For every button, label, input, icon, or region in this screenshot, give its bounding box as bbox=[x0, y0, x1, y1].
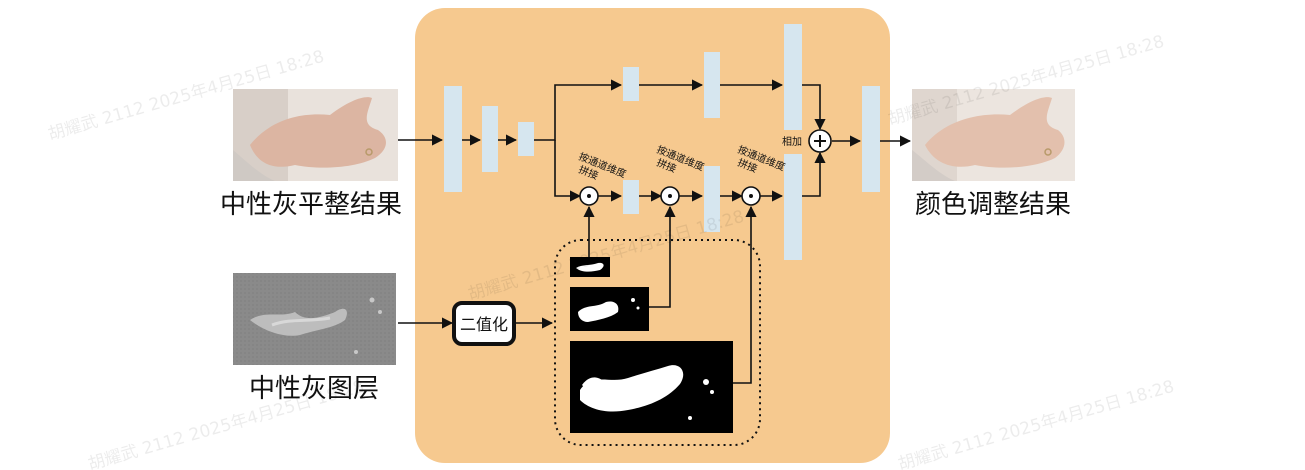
gray-layer-label: 中性灰图层 bbox=[249, 374, 379, 404]
concat-op-3 bbox=[741, 186, 761, 206]
input-hand-image bbox=[233, 89, 398, 181]
concat-op-1 bbox=[579, 186, 599, 206]
mask-medium bbox=[570, 287, 649, 331]
add-label: 相加 bbox=[782, 135, 802, 148]
mask-group-border bbox=[554, 239, 761, 446]
mask-small bbox=[570, 257, 610, 277]
svg-text:胡耀武 2112 2025年4月25日 18:28: 胡耀武 2112 2025年4月25日 18:28 bbox=[896, 377, 1177, 470]
binarize-label: 二值化 bbox=[460, 315, 508, 334]
encoder-block-1 bbox=[444, 86, 462, 192]
encoder-block-2 bbox=[482, 106, 498, 172]
lower-block-2 bbox=[704, 166, 720, 232]
concat-op-2 bbox=[660, 186, 680, 206]
mask-large bbox=[570, 341, 733, 433]
lower-block-1 bbox=[623, 180, 639, 214]
encoder-block-3 bbox=[518, 122, 534, 156]
gray-layer-image bbox=[233, 273, 396, 365]
network-panel bbox=[415, 8, 890, 463]
output-hand-image bbox=[912, 89, 1075, 181]
svg-text:胡耀武 2112 2025年4月25日 18:28: 胡耀武 2112 2025年4月25日 18:28 bbox=[86, 377, 367, 470]
upper-block-1 bbox=[623, 67, 639, 101]
add-op bbox=[808, 129, 832, 153]
lower-block-3 bbox=[784, 154, 802, 260]
output-block bbox=[862, 86, 880, 192]
input-image-label: 中性灰平整结果 bbox=[220, 190, 402, 220]
output-image-label: 颜色调整结果 bbox=[915, 190, 1071, 220]
binarize-box bbox=[452, 301, 516, 346]
upper-block-3 bbox=[784, 24, 802, 130]
upper-block-2 bbox=[704, 52, 720, 118]
arrows bbox=[398, 79, 912, 384]
